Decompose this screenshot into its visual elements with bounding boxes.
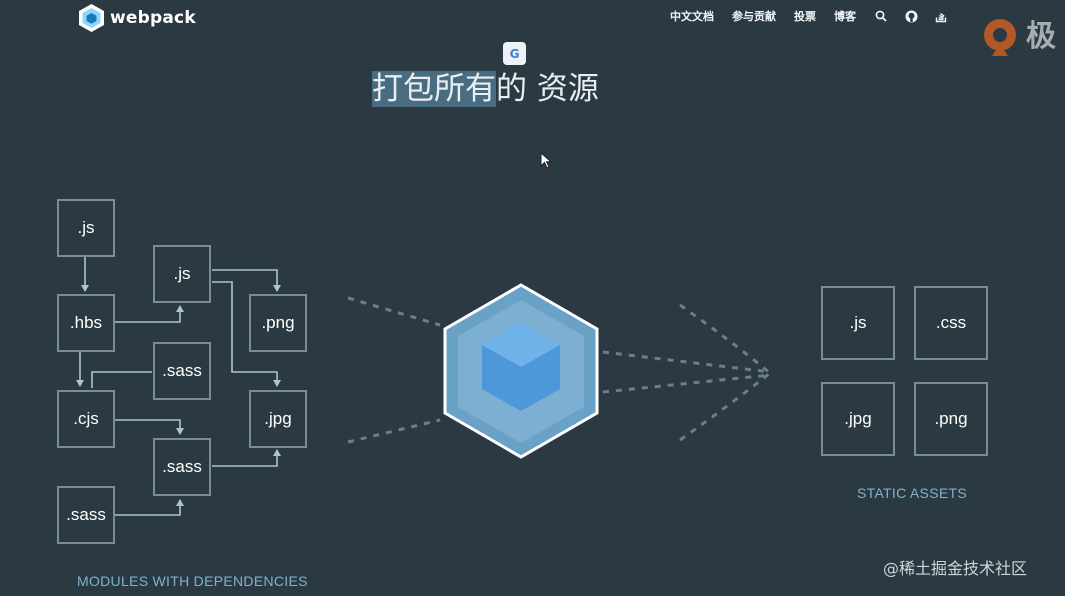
- nav-item-blog[interactable]: 博客: [834, 10, 856, 23]
- hero-title-rest: 的 资源: [496, 71, 599, 107]
- module-box: .js: [153, 245, 211, 303]
- module-box: .hbs: [57, 294, 115, 352]
- translate-icon[interactable]: G: [503, 42, 526, 65]
- flow-dotted-lines: [347, 296, 771, 444]
- module-box: .js: [57, 199, 115, 257]
- module-box: .jpg: [249, 390, 307, 448]
- asset-box: .png: [914, 382, 988, 456]
- module-box: .cjs: [57, 390, 115, 448]
- webpack-logo[interactable]: webpack: [78, 3, 196, 33]
- top-navigation-bar: webpack 中文文档 参与贡献 投票 博客: [0, 0, 1065, 36]
- dependency-arrows: [76, 255, 281, 516]
- watermark-text: @稀土掘金技术社区: [883, 559, 1028, 578]
- translate-badge-letter: G: [509, 46, 520, 61]
- module-box: .sass: [153, 438, 211, 496]
- webpack-cube-icon: [79, 4, 104, 32]
- mouse-cursor-icon: [540, 152, 553, 169]
- github-icon[interactable]: [904, 9, 918, 23]
- assets-caption: STATIC ASSETS: [857, 485, 967, 501]
- channel-logo: 极: [978, 14, 1056, 60]
- logo-text: webpack: [110, 8, 196, 28]
- hero-title: 打包所有的 资源: [372, 64, 599, 114]
- stackoverflow-icon[interactable]: [934, 9, 948, 23]
- search-icon[interactable]: [874, 9, 888, 23]
- channel-logo-text: 极: [1026, 19, 1056, 54]
- module-box: .sass: [57, 486, 115, 544]
- modules-caption: MODULES WITH DEPENDENCIES: [77, 573, 308, 589]
- nav-item-contribute[interactable]: 参与贡献: [732, 10, 776, 23]
- main-nav: 中文文档 参与贡献 投票 博客: [670, 8, 964, 24]
- hero-title-selected: 打包所有: [372, 71, 496, 107]
- nav-item-vote[interactable]: 投票: [794, 10, 816, 23]
- asset-box: .jpg: [821, 382, 895, 456]
- asset-box: .js: [821, 286, 895, 360]
- nav-item-docs[interactable]: 中文文档: [670, 10, 714, 23]
- webpack-cube-graphic: [443, 283, 599, 459]
- asset-box: .css: [914, 286, 988, 360]
- module-box: .png: [249, 294, 307, 352]
- channel-logo-icon: [984, 19, 1016, 56]
- module-box: .sass: [153, 342, 211, 400]
